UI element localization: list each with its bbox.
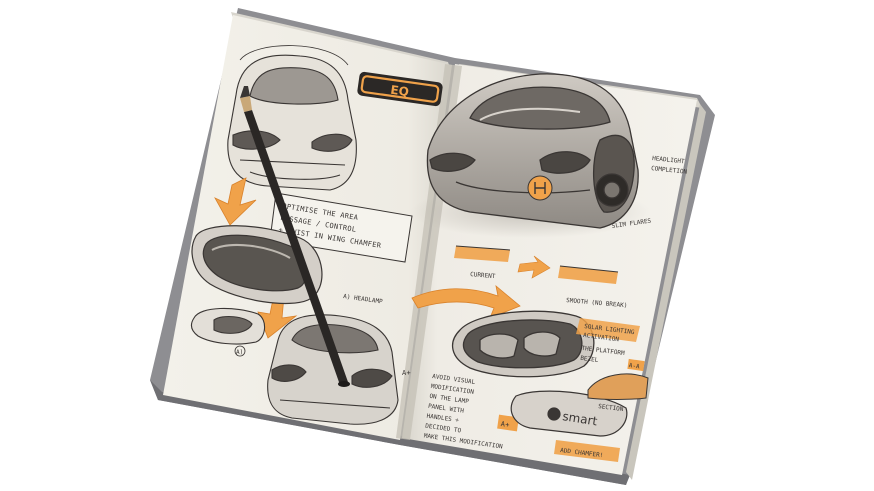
pencil	[240, 86, 350, 387]
note-bottom-line-5: HANDLES +	[426, 413, 460, 425]
small-lamp-sketch	[190, 307, 266, 345]
note-signature: SOLAR LIGHTING ACTIVATION THE PLATFORM B…	[576, 318, 640, 364]
label-section: SECTION	[598, 403, 624, 413]
label-aplus: A+	[500, 420, 510, 429]
orange-arrow-down-left	[214, 177, 257, 226]
headlight-detail-right	[451, 310, 595, 378]
orange-charge-badge	[527, 175, 553, 201]
label-a: A)	[236, 349, 243, 356]
section-sketch: A-A	[587, 358, 649, 400]
headlamp-detail-sketch	[191, 225, 323, 305]
note-headlight-line-1: HEADLIGHT	[652, 155, 685, 165]
label-current: CURRENT	[470, 271, 496, 280]
note-signature-line-4: BEZEL	[580, 355, 599, 364]
label-a-circle	[234, 345, 246, 357]
note-headlight-line-2: COMPLETION	[651, 165, 688, 176]
orange-arrow-headlight	[411, 284, 521, 319]
smart-emblem-sketch	[510, 390, 628, 437]
note-headlight: HEADLIGHT COMPLETION	[651, 155, 689, 176]
label-smart: smart	[562, 409, 599, 428]
eq-logo-text: EQ	[390, 83, 410, 99]
car-three-quarter-sketch	[426, 73, 639, 229]
eq-logo-badge: EQ	[357, 71, 443, 107]
note-signature-line-2: ACTIVATION	[583, 332, 620, 343]
aplus-badge: A+	[497, 414, 519, 432]
car-front-sketch-bottom-left	[267, 314, 399, 425]
section-bars	[454, 245, 619, 284]
label-section-badge: A-A	[628, 362, 640, 370]
label-side: A+	[402, 369, 411, 377]
car-front-sketch-top-left	[227, 45, 357, 191]
